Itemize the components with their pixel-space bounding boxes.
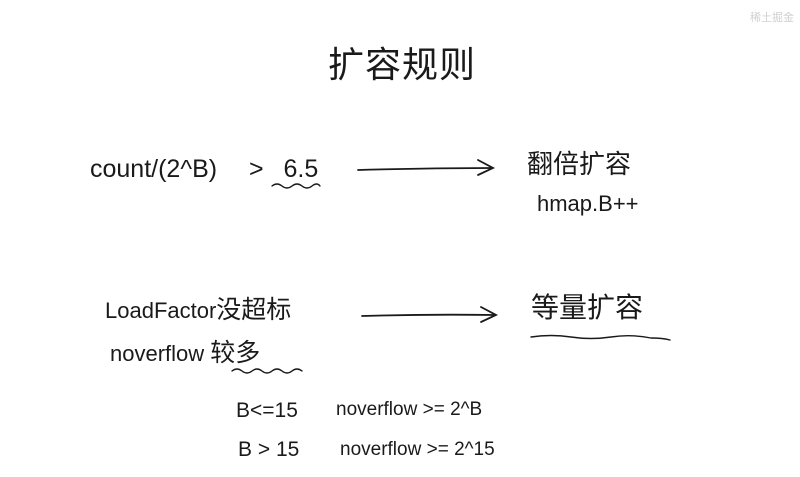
rule1-threshold: 6.5	[283, 155, 319, 183]
rule1-result: 翻倍扩容	[527, 150, 632, 180]
rule2-line1-latin: LoadFactor	[105, 298, 217, 323]
diagram-title: 扩容规则	[328, 45, 477, 86]
arrow-right-icon	[361, 306, 499, 323]
condition-row-2-b: B > 15	[238, 438, 300, 461]
rule1-code: hmap.B++	[537, 191, 639, 216]
rule2-result: 等量扩容	[531, 291, 644, 324]
rule1-expression: count/(2^B)	[90, 155, 218, 183]
rule1-operator: >	[248, 155, 264, 183]
rule2-line2-cjk: 较多	[210, 338, 261, 367]
threshold-wavy-underline	[271, 183, 321, 189]
result2-underline	[530, 334, 671, 341]
rule2-line1-cjk: 没超标	[216, 295, 292, 324]
condition-row-2-limit: noverflow >= 2^15	[340, 439, 495, 460]
rule2-condition-line2: noverflow 较多	[110, 340, 260, 365]
arrow-right-icon	[357, 159, 496, 176]
rule2-condition-line1: LoadFactor没超标	[105, 297, 291, 322]
condition-row-1-limit: noverflow >= 2^B	[336, 399, 483, 420]
rule2-line2-latin: noverflow	[110, 341, 205, 366]
watermark: 稀土掘金	[750, 11, 794, 24]
condition-row-1-b: B<=15	[236, 399, 298, 422]
rule1-condition: count/(2^B) > 6.5	[90, 157, 318, 182]
many-wavy-underline	[231, 368, 303, 374]
